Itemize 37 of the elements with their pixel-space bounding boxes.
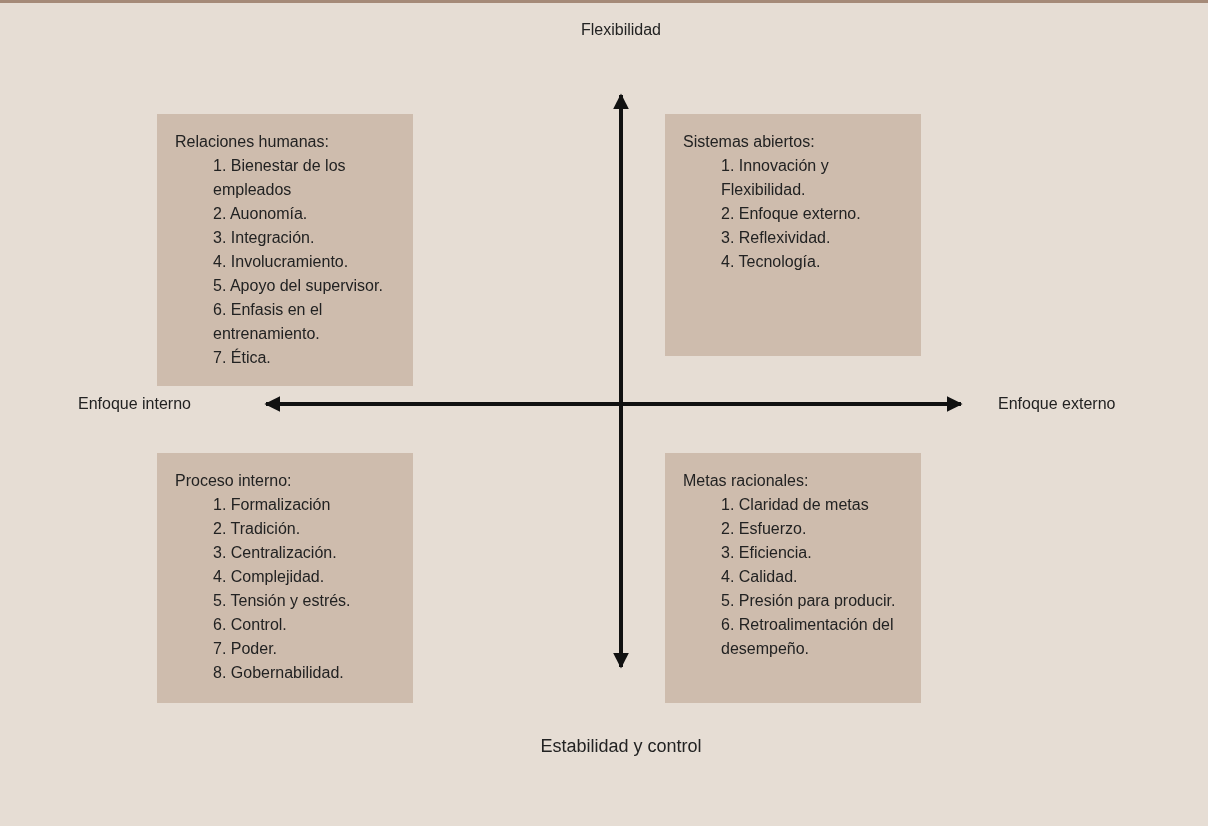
list-item: 4. Involucramiento.	[212, 252, 350, 272]
axis-label: Estabilidad y control	[540, 736, 702, 757]
list-item: 2. Enfoque externo.	[720, 204, 862, 224]
list-item: 8. Gobernabilidad.	[212, 663, 345, 683]
quadrant-box	[665, 114, 921, 356]
list-item: 1. Claridad de metas	[720, 495, 870, 515]
list-item: 5. Apoyo del supervisor.	[212, 276, 384, 296]
list-item: 2. Tradición.	[212, 519, 302, 539]
list-item: 5. Presión para producir.	[720, 591, 897, 611]
list-item: 3. Reflexividad.	[720, 228, 832, 248]
quadrant-heading: Sistemas abiertos:	[683, 132, 816, 152]
list-item: 1. Innovación y Flexibilidad.	[720, 156, 830, 200]
quadrant-box	[157, 114, 413, 386]
quadrant-heading: Metas racionales:	[683, 471, 810, 491]
axis-label: Flexibilidad	[581, 21, 661, 39]
list-item: 4. Calidad.	[720, 567, 799, 587]
list-item: 2. Esfuerzo.	[720, 519, 808, 539]
axis-label: Enfoque externo	[998, 395, 1116, 413]
list-item: 1. Bienestar de los empleados	[212, 156, 347, 200]
quadrant-box	[157, 453, 413, 703]
list-item: 5. Tensión y estrés.	[212, 591, 352, 611]
axis-label: Enfoque interno	[78, 395, 191, 413]
list-item: 6. Control.	[212, 615, 288, 635]
quadrant-box	[665, 453, 921, 703]
list-item: 2. Auonomía.	[212, 204, 309, 224]
list-item: 6. Enfasis en el entrenamiento.	[212, 300, 324, 344]
list-item: 4. Tecnología.	[720, 252, 822, 272]
list-item: 7. Poder.	[212, 639, 279, 659]
list-item: 7. Ética.	[212, 347, 272, 368]
quadrant-heading: Relaciones humanas:	[175, 132, 330, 152]
list-item: 3. Eficiencia.	[720, 543, 813, 563]
list-item: 6. Retroalimentación del desempeño.	[720, 615, 895, 659]
list-item: 3. Integración.	[212, 228, 316, 248]
list-item: 1. Formalización	[212, 495, 332, 515]
quadrant-heading: Proceso interno:	[175, 471, 293, 491]
list-item: 4. Complejidad.	[212, 567, 326, 587]
list-item: 3. Centralización.	[212, 543, 338, 563]
